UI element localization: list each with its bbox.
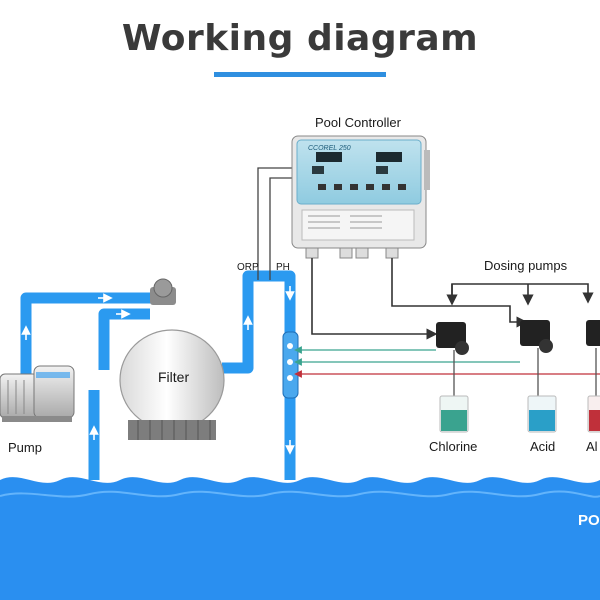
dosing-pump-2 (520, 320, 553, 353)
controller-brand: CCOREL 250 (308, 145, 351, 152)
pool-water (0, 477, 600, 600)
injection-lines (294, 346, 600, 398)
ph-label: PH (276, 262, 290, 273)
acid-label: Acid (530, 439, 555, 454)
pool-controller (291, 135, 430, 259)
chlorine-label: Chlorine (429, 439, 477, 454)
dosing-pump-3 (586, 320, 600, 346)
dosing-cables (311, 258, 594, 340)
third-tank (587, 395, 600, 433)
chlorine-tank (439, 395, 469, 433)
filter-label: Filter (158, 369, 189, 385)
pump-label: Pump (8, 440, 42, 455)
third-label: Al (586, 439, 598, 454)
filter-tank (119, 278, 225, 440)
dosing-label: Dosing pumps (484, 258, 568, 273)
page-title: Working diagram (121, 18, 479, 59)
flow-arrows (21, 286, 295, 455)
pool-label: PO (578, 512, 600, 529)
probe-cell (282, 331, 299, 399)
orp-label: ORP (237, 262, 259, 273)
pump-device (0, 365, 75, 422)
acid-tank (527, 395, 557, 433)
controller-label: Pool Controller (315, 115, 402, 130)
title-underline (214, 72, 386, 77)
controller-wiring (257, 167, 292, 280)
dosing-pump-1 (436, 322, 469, 355)
